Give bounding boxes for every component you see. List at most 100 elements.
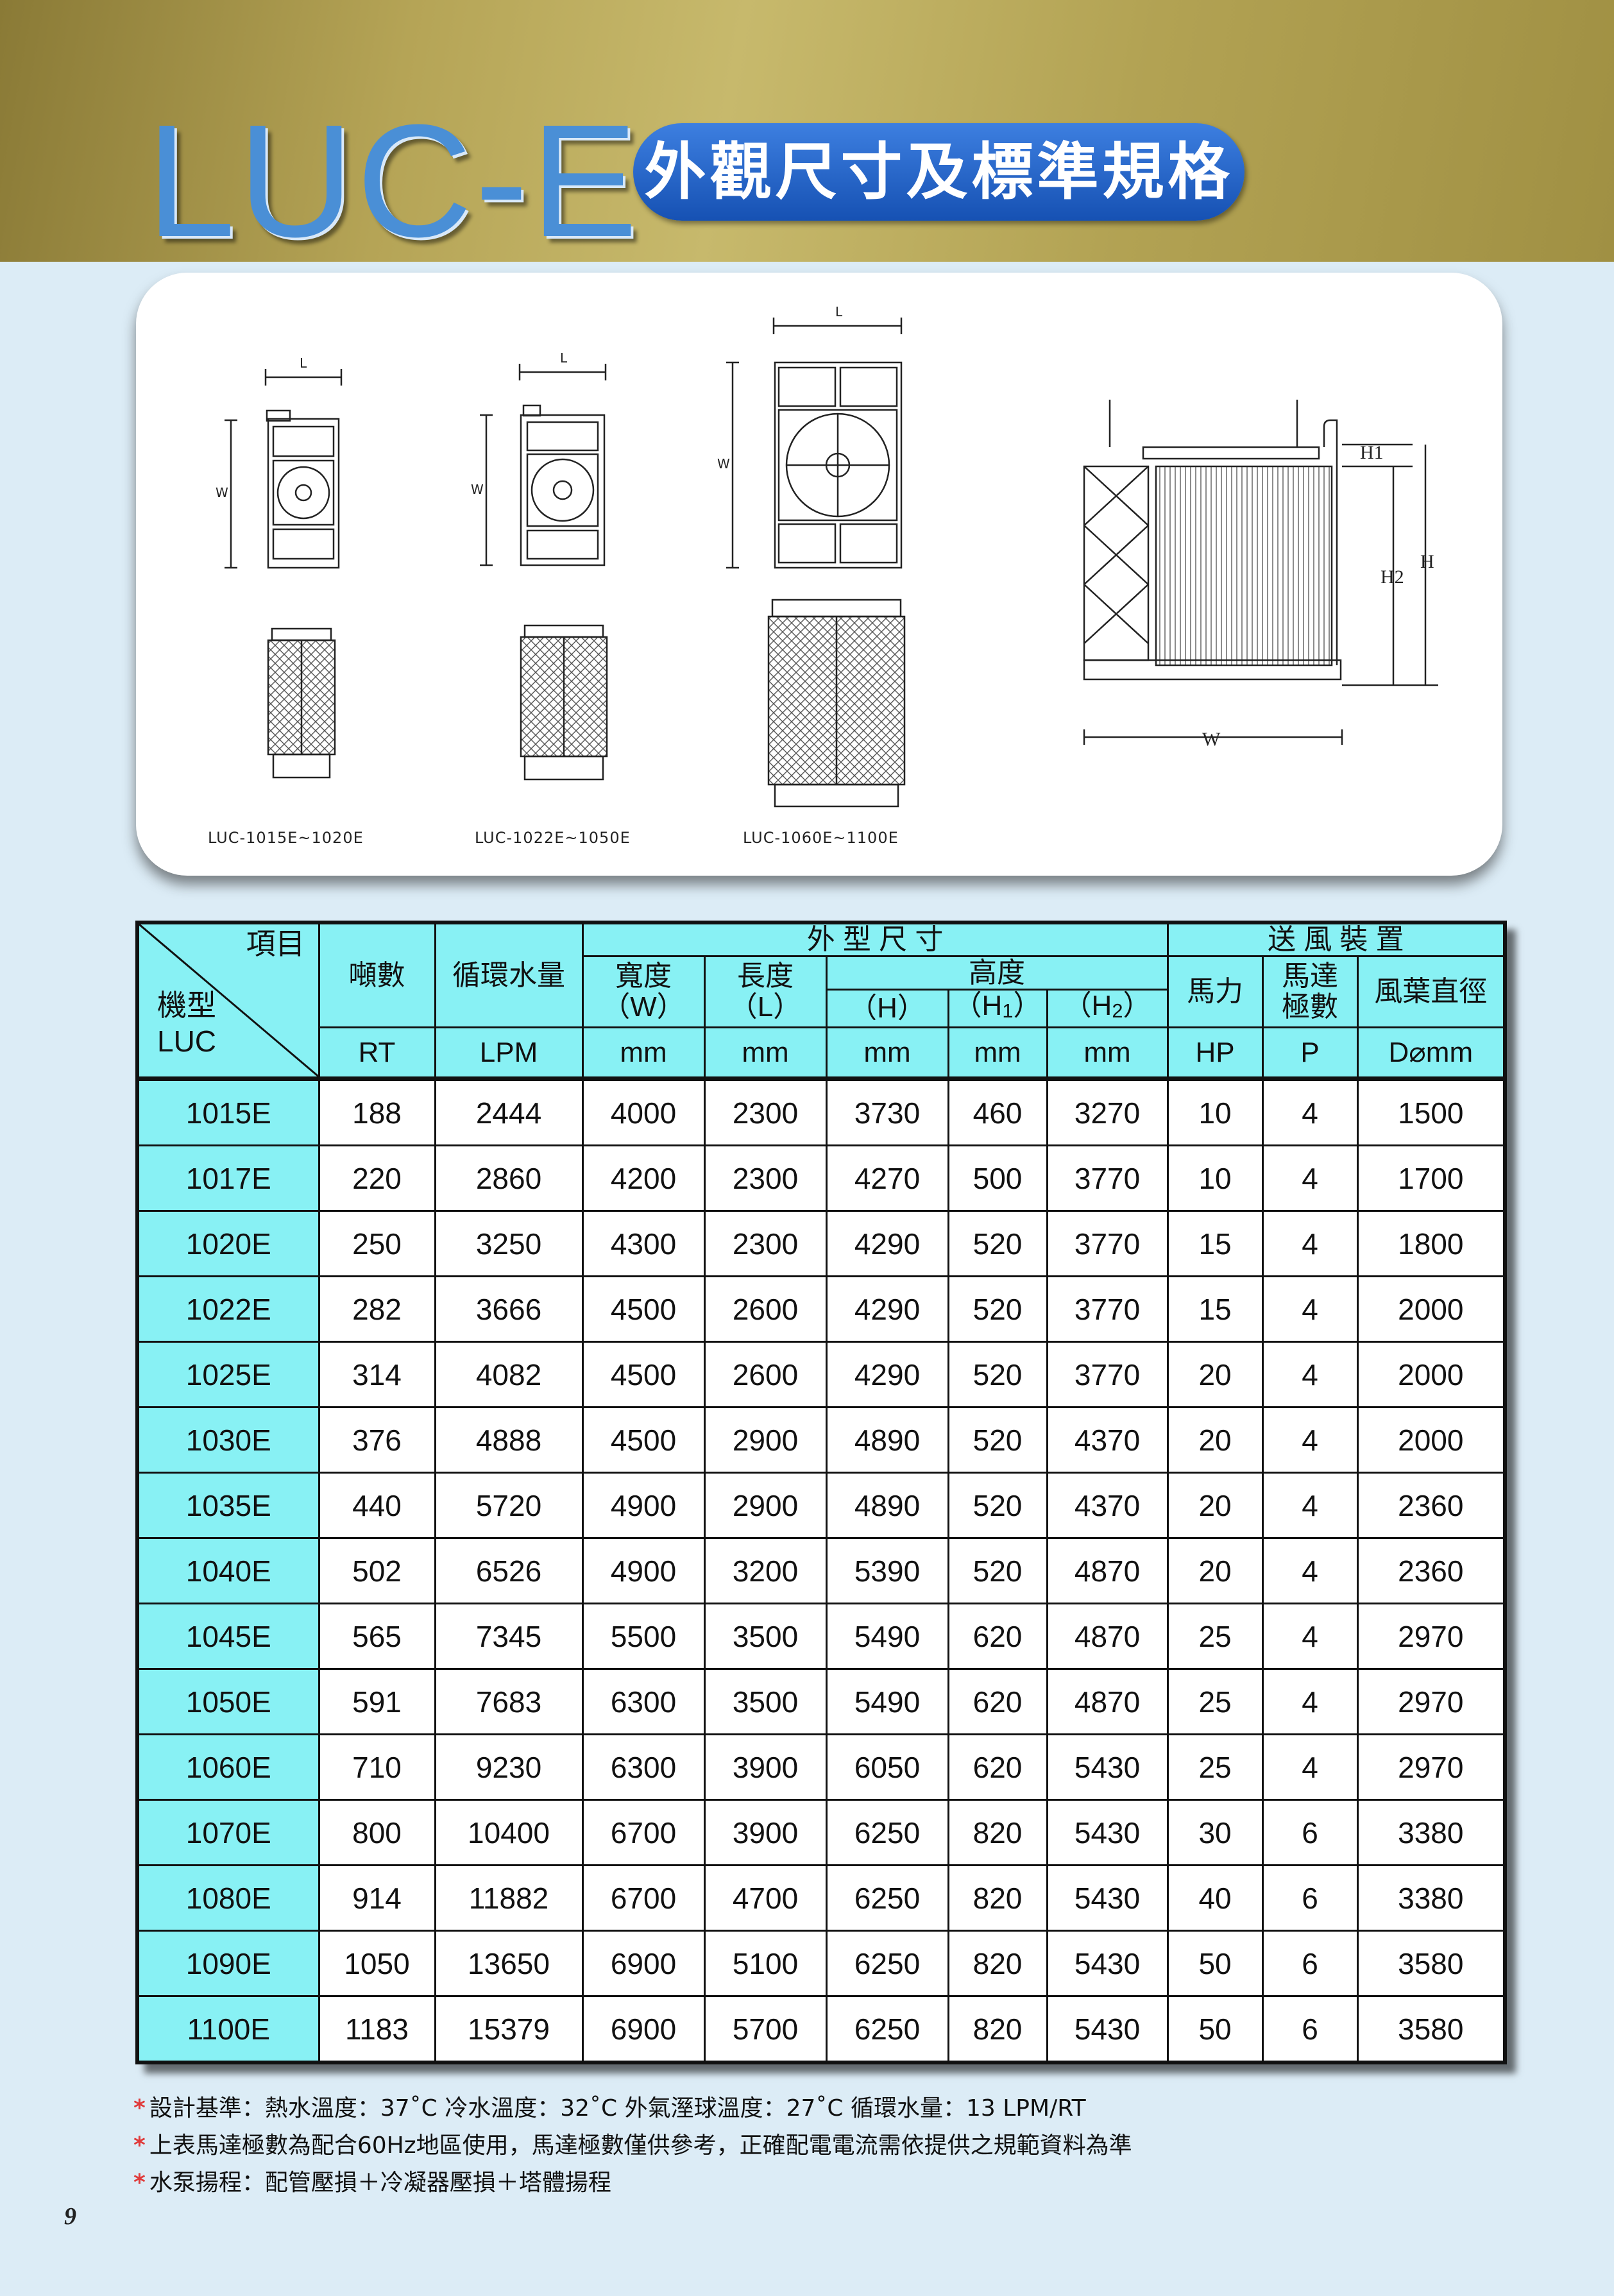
spec-cell: 4500 (581, 1406, 706, 1474)
spec-cell: 6700 (581, 1864, 706, 1932)
spec-cell: 4888 (434, 1406, 584, 1474)
spec-cell: 4 (1261, 1733, 1359, 1801)
spec-cell: 4 (1261, 1537, 1359, 1604)
spec-cell: 3500 (703, 1668, 828, 1735)
spec-cell: 4 (1261, 1275, 1359, 1343)
model-cell: 1060E (136, 1733, 320, 1801)
model-cell: 1100E (136, 1995, 320, 2064)
spec-cell: 5430 (1046, 1930, 1169, 1997)
spec-cell: 520 (947, 1406, 1048, 1474)
spec-cell: 4290 (825, 1210, 949, 1277)
spec-cell: 11882 (434, 1864, 584, 1932)
model-label: 機型 LUC (157, 987, 216, 1059)
spec-cell: 6300 (581, 1733, 706, 1801)
spec-cell: 4870 (1046, 1668, 1169, 1735)
unit-cell: mm (825, 1026, 949, 1080)
spec-cell: 3900 (703, 1733, 828, 1801)
unit-cell: D⌀mm (1356, 1026, 1506, 1080)
spec-cell: 3900 (703, 1799, 828, 1866)
header-banner: LUC-E 外觀尺寸及標準規格 (0, 0, 1614, 270)
spec-cell: 620 (947, 1733, 1048, 1801)
spec-cell: 2000 (1356, 1406, 1506, 1474)
spec-cell: 2860 (434, 1144, 584, 1212)
spec-cell: 4900 (581, 1472, 706, 1539)
spec-cell: 820 (947, 1995, 1048, 2064)
spec-cell: 710 (318, 1733, 436, 1801)
spec-cell: 4 (1261, 1668, 1359, 1735)
dim-h1-side: H1 (1360, 442, 1384, 463)
spec-cell: 10 (1166, 1144, 1264, 1212)
model-cell: 1050E (136, 1668, 320, 1735)
poles-header: 馬達 極數 (1261, 955, 1359, 1028)
spec-cell: 1183 (318, 1995, 436, 2064)
spec-cell: 1700 (1356, 1144, 1506, 1212)
side-view (1083, 400, 1438, 745)
width-symbol: （W） (602, 991, 685, 1023)
spec-cell: 50 (1166, 1995, 1264, 2064)
dim-l-3: L (835, 304, 843, 319)
front-view-large (767, 599, 906, 808)
spec-cell: 520 (947, 1472, 1048, 1539)
spec-cell: 376 (318, 1406, 436, 1474)
item-label: 項目 (246, 927, 305, 960)
note-line: *設計基準：熱水溫度：37˚C 冷水溫度：32˚C 外氣溼球溫度：27˚C 循環… (133, 2095, 1086, 2122)
spec-cell: 4700 (703, 1864, 828, 1932)
spec-cell: 620 (947, 1668, 1048, 1735)
model-cell: 1080E (136, 1864, 320, 1932)
spec-cell: 4 (1261, 1210, 1359, 1277)
drawing-caption-1: LUC-1015E~1020E (208, 829, 364, 847)
spec-cell: 6 (1261, 1864, 1359, 1932)
spec-cell: 1050 (318, 1930, 436, 1997)
spec-cell: 4 (1261, 1406, 1359, 1474)
spec-cell: 3770 (1046, 1210, 1169, 1277)
hp-header: 馬力 (1166, 955, 1264, 1028)
spec-cell: 2970 (1356, 1733, 1506, 1801)
h-header: （H） (825, 989, 949, 1028)
spec-cell: 10400 (434, 1799, 584, 1866)
spec-cell: 460 (947, 1076, 1048, 1146)
spec-cell: 2000 (1356, 1275, 1506, 1343)
spec-cell: 3270 (1046, 1076, 1169, 1146)
model-label-line1: 機型 (157, 989, 216, 1022)
product-logo: LUC-E (146, 91, 641, 270)
unit-cell: LPM (434, 1026, 584, 1080)
spec-cell: 4082 (434, 1341, 584, 1408)
dim-w-side: W (1202, 729, 1221, 750)
spec-cell: 20 (1166, 1537, 1264, 1604)
poles-label-line1: 馬達 (1282, 960, 1339, 992)
dim-w-2: W (471, 482, 484, 497)
top-view-large (726, 318, 903, 569)
spec-cell: 5430 (1046, 1799, 1169, 1866)
drawing-caption-3: LUC-1060E~1100E (743, 829, 899, 847)
model-cell: 1022E (136, 1275, 320, 1343)
drawing-panel: L W L W L W W H1 H2 H LUC-1015E~1020E LU… (136, 273, 1502, 876)
spec-cell: 50 (1166, 1930, 1264, 1997)
fan-group-header: 送 風 裝 置 (1166, 921, 1506, 957)
spec-cell: 6900 (581, 1995, 706, 2064)
spec-cell: 5430 (1046, 1733, 1169, 1801)
spec-cell: 5720 (434, 1472, 584, 1539)
spec-cell: 314 (318, 1341, 436, 1408)
unit-cell: RT (318, 1026, 436, 1080)
h1-header: （H1） (947, 989, 1048, 1028)
spec-cell: 5490 (825, 1668, 949, 1735)
spec-cell: 250 (318, 1210, 436, 1277)
spec-cell: 15 (1166, 1275, 1264, 1343)
spec-cell: 820 (947, 1864, 1048, 1932)
spec-cell: 7683 (434, 1668, 584, 1735)
spec-cell: 520 (947, 1537, 1048, 1604)
spec-cell: 502 (318, 1537, 436, 1604)
spec-cell: 6250 (825, 1799, 949, 1866)
spec-cell: 9230 (434, 1733, 584, 1801)
spec-cell: 4 (1261, 1076, 1359, 1146)
unit-cell: mm (947, 1026, 1048, 1080)
spec-cell: 3580 (1356, 1995, 1506, 2064)
